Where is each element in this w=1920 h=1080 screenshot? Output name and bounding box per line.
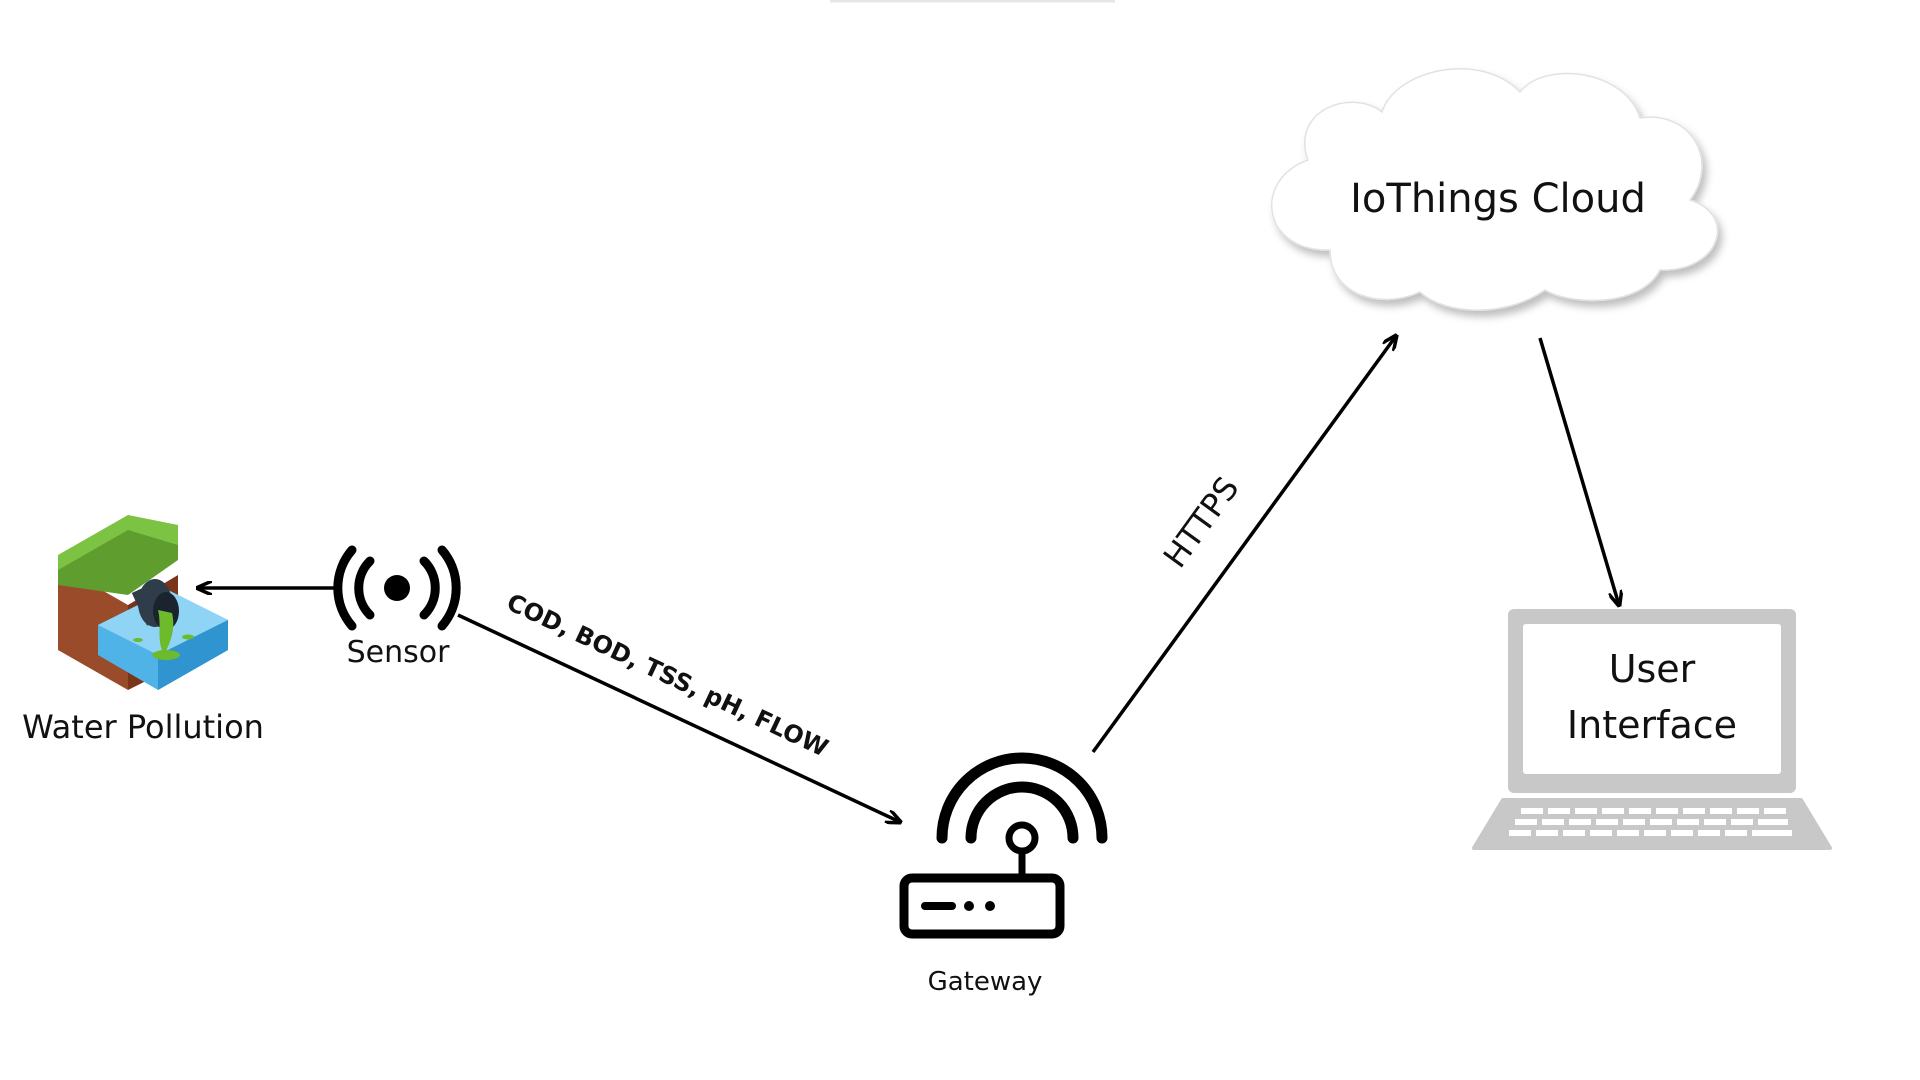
laptop-icon (1472, 609, 1832, 850)
sensor-label: Sensor (347, 635, 450, 670)
router-icon (899, 752, 1108, 939)
edge-gateway-to-cloud (1091, 336, 1396, 754)
gateway-label: Gateway (928, 967, 1043, 997)
user-interface-label-line1: User (1609, 647, 1696, 691)
cloud-label: IoThings Cloud (1350, 176, 1646, 222)
cloud-icon (1271, 68, 1719, 311)
water-pollution-label: Water Pollution (22, 708, 264, 746)
edge-sensor-to-gateway (457, 613, 900, 822)
user-interface-label-line2: Interface (1567, 703, 1737, 747)
sensor-to-gateway-label: COD, BOD, TSS, pH, FLOW (502, 588, 832, 762)
edge-cloud-to-laptop (1538, 337, 1619, 605)
polluted-water-pipe-icon (58, 515, 228, 690)
wireless-signal-icon (333, 545, 461, 631)
